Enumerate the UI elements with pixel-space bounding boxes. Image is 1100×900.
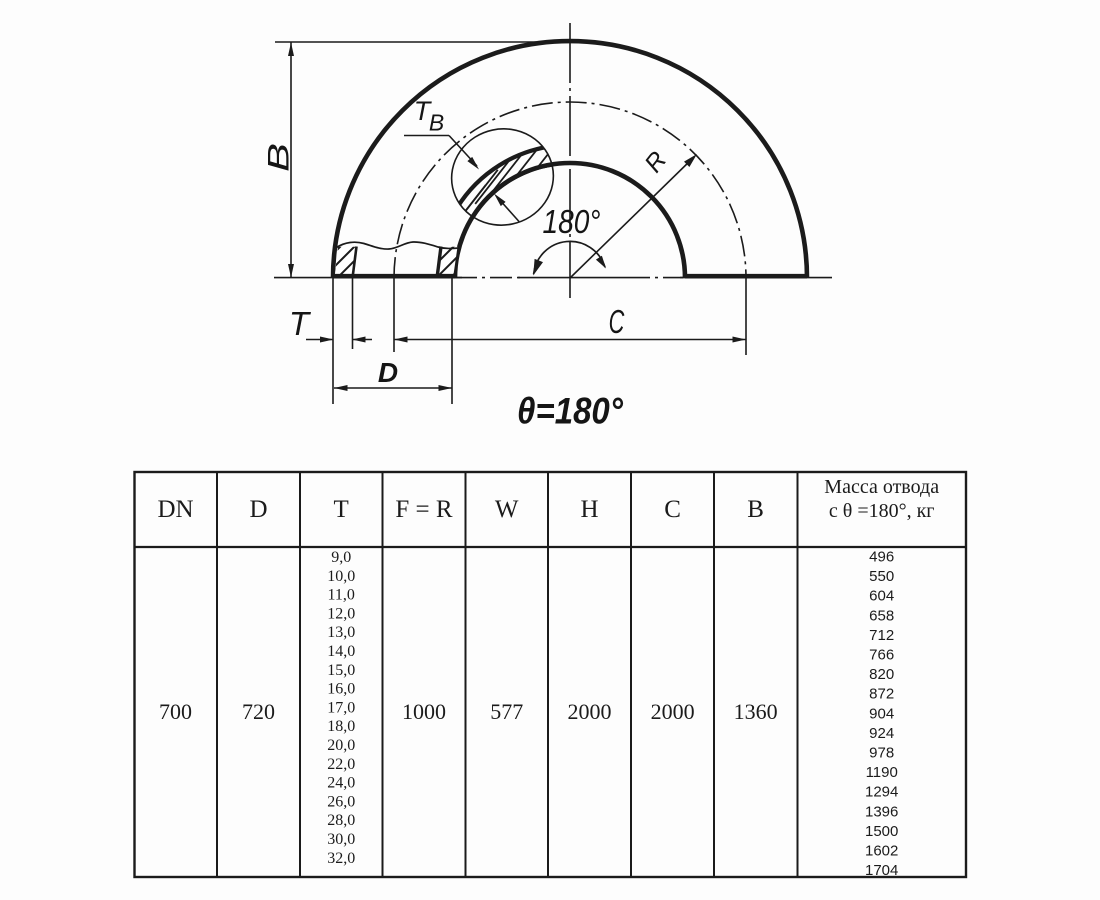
svg-text:9,0: 9,0 [331, 549, 351, 566]
svg-text:28,0: 28,0 [327, 812, 355, 829]
svg-text:32,0: 32,0 [327, 850, 355, 867]
svg-text:1360: 1360 [734, 699, 778, 724]
svg-text:B: B [747, 496, 764, 523]
svg-text:978: 978 [869, 745, 894, 762]
svg-text:26,0: 26,0 [327, 793, 355, 810]
svg-text:Масса отвода: Масса отвода [824, 476, 939, 498]
svg-text:B: B [261, 143, 295, 172]
svg-text:D: D [249, 496, 267, 523]
svg-text:T: T [414, 96, 433, 126]
svg-text:C: C [664, 496, 681, 523]
svg-text:924: 924 [869, 725, 894, 742]
svg-text:20,0: 20,0 [327, 737, 355, 754]
svg-text:B: B [429, 110, 444, 136]
svg-text:θ=180°: θ=180° [517, 391, 624, 432]
svg-text:T: T [334, 496, 349, 523]
svg-text:820: 820 [869, 666, 894, 683]
svg-text:2000: 2000 [651, 699, 695, 724]
svg-text:30,0: 30,0 [327, 831, 355, 848]
svg-text:700: 700 [159, 699, 192, 724]
svg-text:766: 766 [869, 647, 894, 664]
svg-text:W: W [495, 496, 519, 523]
svg-text:F = R: F = R [395, 496, 453, 523]
svg-text:720: 720 [242, 699, 275, 724]
svg-text:658: 658 [869, 607, 894, 624]
svg-text:904: 904 [869, 705, 894, 722]
svg-text:12,0: 12,0 [327, 605, 355, 622]
svg-text:496: 496 [869, 549, 894, 566]
svg-text:1396: 1396 [865, 803, 898, 820]
svg-text:T: T [289, 305, 312, 342]
svg-text:H: H [580, 496, 598, 523]
svg-text:18,0: 18,0 [327, 718, 355, 735]
svg-text:712: 712 [869, 627, 894, 644]
svg-text:14,0: 14,0 [327, 643, 355, 660]
svg-text:24,0: 24,0 [327, 775, 355, 792]
svg-text:R: R [639, 146, 672, 177]
svg-text:16,0: 16,0 [327, 681, 355, 698]
svg-text:180°: 180° [543, 204, 601, 241]
svg-text:13,0: 13,0 [327, 624, 355, 641]
svg-text:1294: 1294 [865, 784, 898, 801]
svg-text:D: D [378, 357, 398, 388]
svg-text:604: 604 [869, 588, 894, 605]
svg-text:1704: 1704 [865, 862, 898, 879]
svg-text:11,0: 11,0 [327, 587, 354, 604]
svg-text:10,0: 10,0 [327, 568, 355, 585]
svg-text:15,0: 15,0 [327, 662, 355, 679]
svg-text:C: C [609, 303, 625, 340]
svg-text:1500: 1500 [865, 823, 898, 840]
svg-text:1000: 1000 [402, 699, 446, 724]
svg-text:DN: DN [157, 496, 193, 523]
svg-text:577: 577 [490, 699, 523, 724]
svg-text:с θ =180°, кг: с θ =180°, кг [829, 500, 935, 522]
svg-text:550: 550 [869, 568, 894, 585]
svg-text:872: 872 [869, 686, 894, 703]
svg-text:17,0: 17,0 [327, 699, 355, 716]
svg-text:2000: 2000 [568, 699, 612, 724]
svg-text:22,0: 22,0 [327, 756, 355, 773]
svg-text:1190: 1190 [866, 764, 898, 781]
svg-text:1602: 1602 [865, 843, 898, 860]
